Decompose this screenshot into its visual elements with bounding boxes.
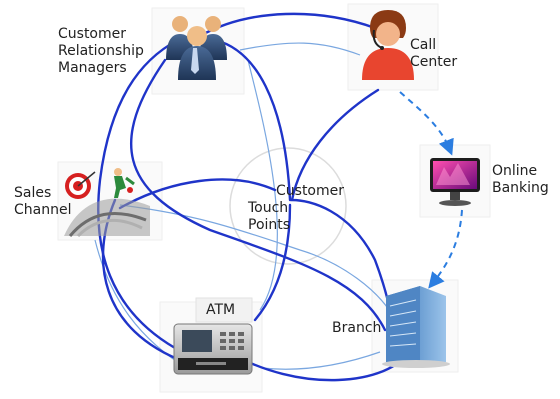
arrow-online-to-branch (428, 209, 463, 289)
managers-group-icon (166, 16, 227, 80)
label-customer-touch-points: Customer Touch Points (248, 183, 345, 233)
label-customer-relationship-managers: Customer Relationship Managers (58, 26, 144, 76)
label-atm: ATM (206, 302, 236, 318)
connector-sales-hub (118, 178, 277, 210)
monitor-icon (430, 158, 480, 206)
connector-crm-hub (213, 38, 292, 202)
label-online-banking: Online Banking (492, 163, 549, 196)
connector-crm-branch (130, 58, 387, 332)
label-sales-channel: Sales Channel (14, 185, 72, 218)
bank-building-icon (382, 286, 450, 368)
label-branch: Branch (332, 320, 382, 336)
arrow-call-to-online (399, 91, 454, 156)
target-and-runner-icon (64, 168, 150, 238)
call-center-agent-icon (362, 10, 414, 80)
dashed-arrows (399, 91, 463, 289)
atm-label-box (195, 297, 253, 323)
connector-crm-atm (97, 38, 180, 350)
atm-machine-icon (173, 323, 253, 375)
label-call-center: Call Center (410, 37, 458, 70)
connector-hub-atm (253, 203, 292, 322)
hub-circle (229, 147, 347, 265)
